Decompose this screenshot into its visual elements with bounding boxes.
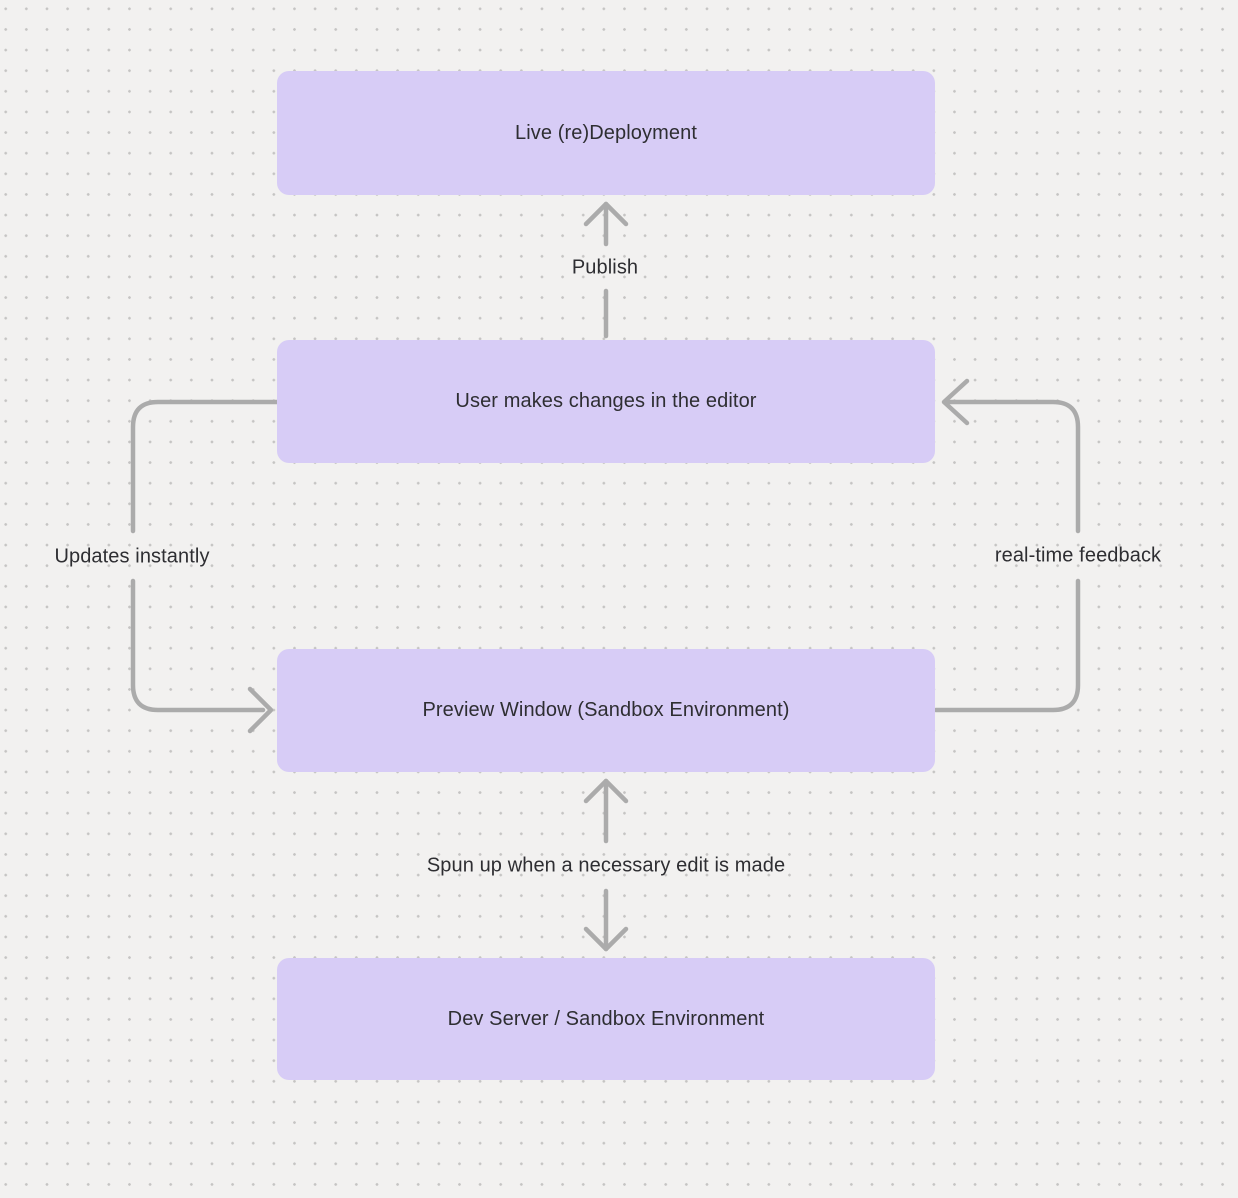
node-label: Preview Window (Sandbox Environment) (422, 699, 790, 721)
arrowhead-right-icon (247, 686, 274, 734)
node-preview-window[interactable]: Preview Window (Sandbox Environment) (277, 649, 935, 772)
edge-label-real-time-feedback: real-time feedback (994, 544, 1162, 567)
node-label: User makes changes in the editor (455, 390, 757, 412)
real-time-feedback-upper[interactable] (945, 399, 1081, 534)
node-editor-changes[interactable]: User makes changes in the editor (277, 340, 935, 463)
connector-updates-instantly[interactable] (130, 399, 280, 734)
edge-label-publish: Publish (571, 256, 639, 279)
edge-label-spun-up: Spun up when a necessary edit is made (426, 854, 786, 877)
node-label: Dev Server / Sandbox Environment (447, 1007, 765, 1030)
connector-publish[interactable] (583, 201, 629, 339)
connector-real-time-feedback[interactable] (933, 378, 1081, 713)
connector-spun-up[interactable] (583, 778, 629, 952)
node-dev-server[interactable]: Dev Server / Sandbox Environment (277, 958, 935, 1080)
updates-instantly-lower[interactable] (130, 578, 266, 713)
real-time-feedback-lower[interactable] (933, 578, 1081, 713)
updates-instantly-upper[interactable] (130, 399, 280, 534)
arrowhead-up-icon (583, 778, 629, 804)
arrowhead-up-icon (583, 201, 629, 227)
node-label: Live (re)Deployment (515, 121, 697, 144)
arrowhead-left-icon (941, 378, 970, 426)
node-live-redeployment[interactable]: Live (re)Deployment (277, 71, 935, 195)
arrowhead-down-icon (583, 926, 629, 952)
edge-label-updates-instantly: Updates instantly (54, 545, 210, 568)
